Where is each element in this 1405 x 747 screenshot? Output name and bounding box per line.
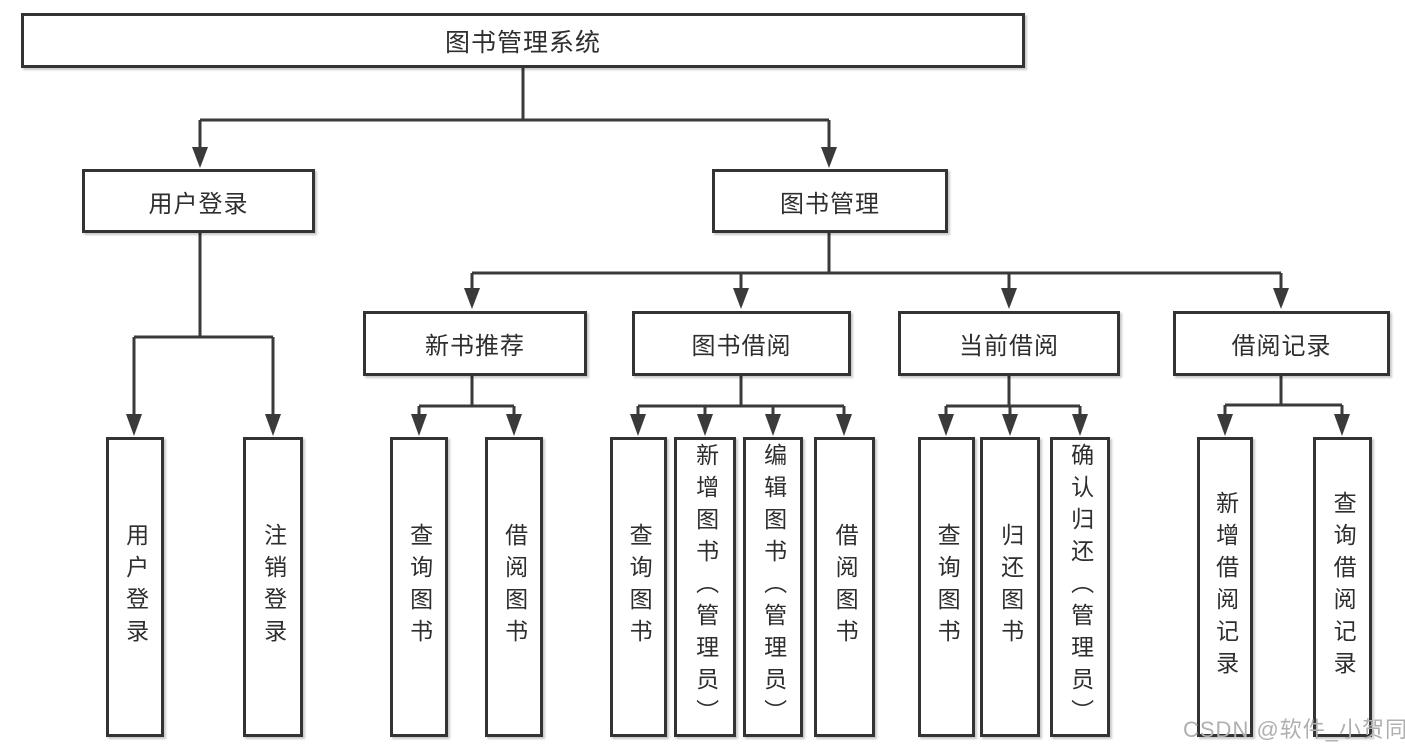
arrowheads [126, 147, 1350, 436]
node-borrow-records: 借阅记录 [1173, 311, 1390, 376]
leaf-borrow-books: 借阅图书 [814, 437, 875, 737]
leaf-logout-login-label: 注销登录 [260, 523, 287, 651]
node-book-borrow: 图书借阅 [632, 311, 851, 376]
leaf-borrow-books-recommend-label: 借阅图书 [501, 523, 528, 651]
leaf-add-books-admin: 新增图书（管理员） [674, 437, 736, 737]
node-user-login: 用户登录 [82, 169, 315, 233]
leaf-query-books-recommend: 查询图书 [390, 437, 448, 737]
leaf-add-books-admin-label: 新增图书（管理员） [692, 443, 719, 731]
leaf-query-books-recommend-label: 查询图书 [406, 523, 433, 651]
leaf-query-books-borrow-label: 查询图书 [626, 523, 653, 651]
leaf-confirm-return-admin-label: 确认归还（管理员） [1067, 443, 1094, 731]
leaf-return-books: 归还图书 [980, 437, 1040, 737]
leaf-add-borrow-record-label: 新增借阅记录 [1212, 491, 1239, 683]
leaf-return-books-label: 归还图书 [997, 523, 1024, 651]
leaf-logout-login: 注销登录 [243, 437, 303, 737]
node-root-label: 图书管理系统 [444, 28, 601, 57]
leaf-edit-books-admin-label: 编辑图书（管理员） [760, 443, 787, 731]
leaf-edit-books-admin: 编辑图书（管理员） [743, 437, 803, 737]
node-current-borrow-label: 当前借阅 [959, 333, 1059, 360]
node-user-login-label: 用户登录 [148, 190, 249, 218]
leaf-add-borrow-record: 新增借阅记录 [1197, 437, 1253, 737]
leaf-query-borrow-record: 查询借阅记录 [1313, 437, 1372, 737]
node-book-management: 图书管理 [712, 169, 948, 233]
leaf-query-books-current: 查询图书 [918, 437, 975, 737]
leaf-user-login: 用户登录 [106, 437, 164, 737]
node-borrow-records-label: 借阅记录 [1231, 333, 1332, 360]
watermark: CSDN @软件_小贺同学 [1183, 717, 1405, 742]
leaf-query-books-current-label: 查询图书 [934, 523, 961, 651]
leaf-query-books-borrow: 查询图书 [610, 437, 667, 737]
node-current-borrow: 当前借阅 [898, 311, 1120, 376]
leaf-borrow-books-label: 借阅图书 [832, 523, 859, 651]
node-new-book-recommend-label: 新书推荐 [425, 333, 525, 360]
node-book-borrow-label: 图书借阅 [691, 333, 792, 360]
leaf-user-login-label: 用户登录 [122, 523, 149, 651]
leaf-confirm-return-admin: 确认归还（管理员） [1050, 437, 1110, 737]
leaf-query-borrow-record-label: 查询借阅记录 [1330, 491, 1357, 683]
node-root: 图书管理系统 [21, 13, 1025, 68]
node-book-management-label: 图书管理 [780, 190, 880, 218]
node-new-book-recommend: 新书推荐 [363, 311, 587, 376]
leaf-borrow-books-recommend: 借阅图书 [485, 437, 543, 737]
